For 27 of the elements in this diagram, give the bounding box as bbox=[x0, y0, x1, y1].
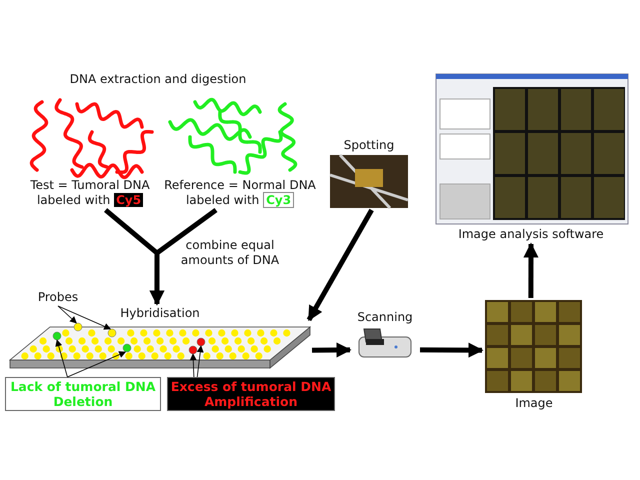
callout-box bbox=[5, 377, 161, 411]
step-label: Image bbox=[514, 396, 554, 411]
sample-caption: Test = Tumoral DNA labeled with Cy5 bbox=[29, 178, 151, 208]
step-label: DNA extraction and digestion bbox=[68, 72, 248, 87]
leader-line bbox=[55, 339, 68, 378]
callout-text: Excess of tumoral DNA bbox=[170, 379, 332, 394]
callout-text: Deletion bbox=[52, 394, 114, 409]
arrow bbox=[523, 242, 538, 298]
leader-line bbox=[190, 353, 197, 378]
arrow bbox=[312, 342, 352, 358]
leader-line bbox=[196, 345, 204, 378]
annotation-text: combine equal amounts of DNA bbox=[180, 238, 280, 268]
callout-text: Amplification bbox=[203, 394, 299, 409]
callout-text: Lack of tumoral DNA bbox=[9, 379, 157, 394]
leader-line bbox=[58, 306, 112, 330]
arrow bbox=[306, 208, 374, 322]
sample-caption: Reference = Normal DNA labeled with Cy3 bbox=[163, 178, 317, 208]
step-label: Spotting bbox=[342, 138, 396, 153]
callout-box bbox=[167, 377, 335, 411]
step-label: Scanning bbox=[356, 310, 414, 325]
step-label: Image analysis software bbox=[457, 227, 605, 242]
leader-line bbox=[67, 351, 126, 378]
arrow bbox=[420, 342, 484, 358]
part-label: Probes bbox=[36, 290, 80, 305]
arrow bbox=[149, 208, 218, 306]
step-label: Hybridisation bbox=[119, 306, 201, 321]
leader-line bbox=[58, 306, 77, 324]
